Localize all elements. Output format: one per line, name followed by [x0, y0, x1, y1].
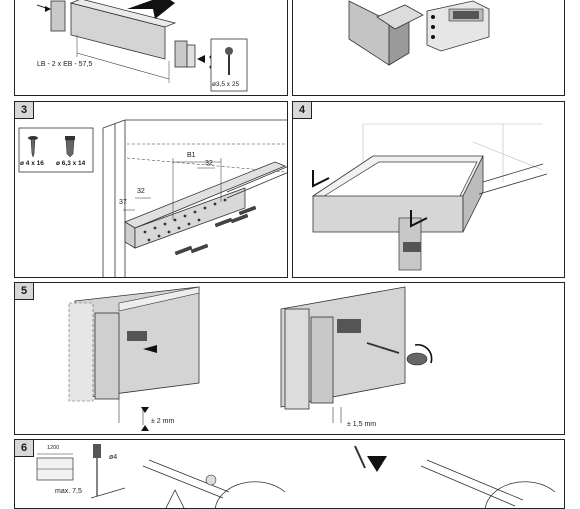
rail-drilling-illustration	[36, 444, 556, 508]
step-5-number: 5	[15, 283, 34, 300]
step-6-number: 6	[15, 440, 34, 457]
drill-diameter-label: ø4	[109, 454, 118, 461]
bracket-mount-illustration	[348, 0, 490, 66]
screw-6x14-icon	[65, 136, 75, 158]
step-4-number: 4	[293, 102, 312, 119]
screw-4x16-icon	[28, 136, 38, 158]
screw-4x16-label: ø 4 x 16	[20, 160, 44, 167]
step-6-panel: 6 1200 ø4 max. 7,5	[14, 439, 565, 509]
screw-6x14-label: ø 6,3 x 14	[56, 160, 86, 167]
dimension-37-label: 37	[119, 199, 127, 206]
step-2-panel	[292, 0, 565, 96]
front-adjustment-illustration	[68, 286, 433, 431]
rail-cutting-illustration	[36, 0, 248, 92]
dimension-32-left-label: 32	[137, 188, 145, 195]
step-1-panel: LB - 2 x EB - 57,5 ø3,5 x 25	[14, 0, 288, 96]
step-3-panel: 3	[14, 101, 288, 278]
formula-label: LB - 2 x EB - 57,5	[37, 61, 93, 68]
adjust-right-label: ± 1,5 mm	[347, 421, 377, 428]
step-3-number: 3	[15, 102, 34, 119]
rail-installation-illustration	[18, 119, 287, 277]
max-depth-label: max. 7,5	[55, 488, 82, 495]
step-5-panel: 5 ± 2 mm ± 1,5 mm	[14, 282, 565, 435]
screw-size-label: ø3,5 x 25	[212, 81, 240, 88]
dimension-b1-label: B1	[187, 152, 196, 159]
dimension-32-right-label: 32	[205, 160, 213, 167]
width-1200-label: 1200	[47, 445, 60, 451]
adjust-left-label: ± 2 mm	[151, 418, 175, 425]
step-4-panel: 4	[292, 101, 565, 278]
drawer-insertion-illustration	[311, 123, 548, 271]
